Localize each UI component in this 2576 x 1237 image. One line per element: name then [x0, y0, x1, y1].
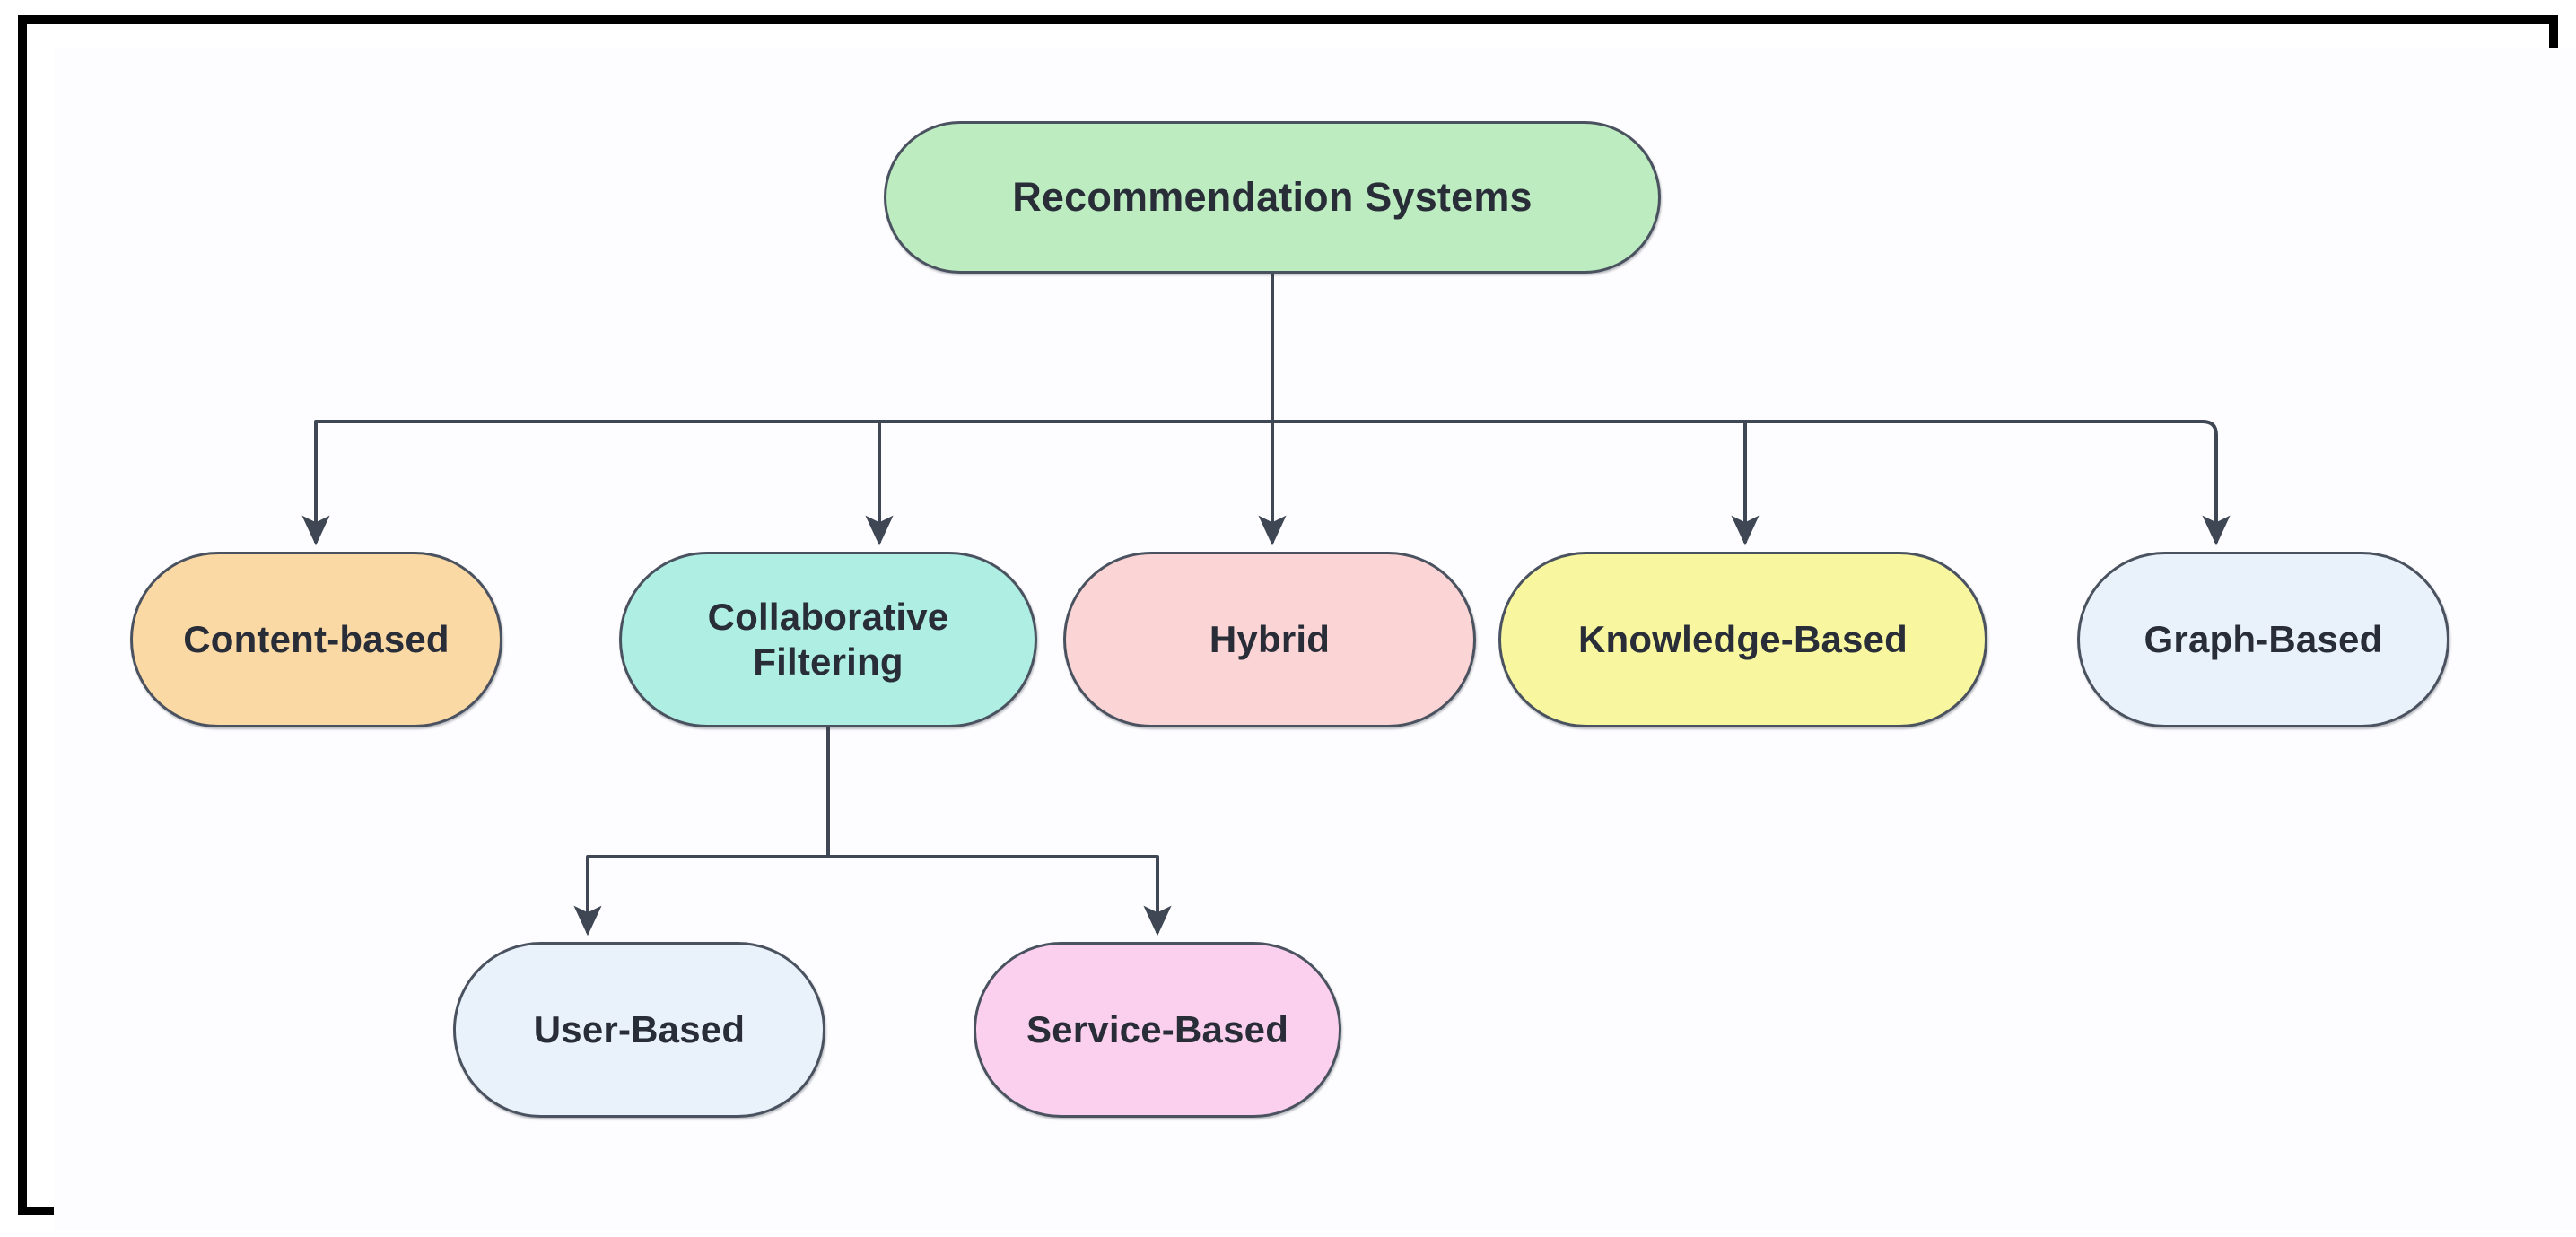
node-label: Content-based — [183, 618, 450, 661]
node-graph-based[interactable]: Graph-Based — [2077, 552, 2449, 727]
node-user-based[interactable]: User-Based — [453, 942, 825, 1118]
node-label: Knowledge-Based — [1577, 618, 1908, 661]
node-label: Hybrid — [1209, 618, 1331, 661]
node-collaborative-filtering[interactable]: Collaborative Filtering — [619, 552, 1037, 727]
node-label: Recommendation Systems — [1012, 174, 1533, 221]
node-service-based[interactable]: Service-Based — [974, 942, 1341, 1118]
node-knowledge-based[interactable]: Knowledge-Based — [1498, 552, 1987, 727]
node-label: Collaborative Filtering — [707, 596, 949, 683]
node-label: Service-Based — [1026, 1008, 1289, 1051]
node-label: User-Based — [533, 1008, 746, 1051]
node-content-based[interactable]: Content-based — [130, 552, 502, 727]
node-recommendation-systems[interactable]: Recommendation Systems — [884, 121, 1661, 274]
node-label: Graph-Based — [2144, 618, 2383, 661]
node-hybrid[interactable]: Hybrid — [1063, 552, 1476, 727]
